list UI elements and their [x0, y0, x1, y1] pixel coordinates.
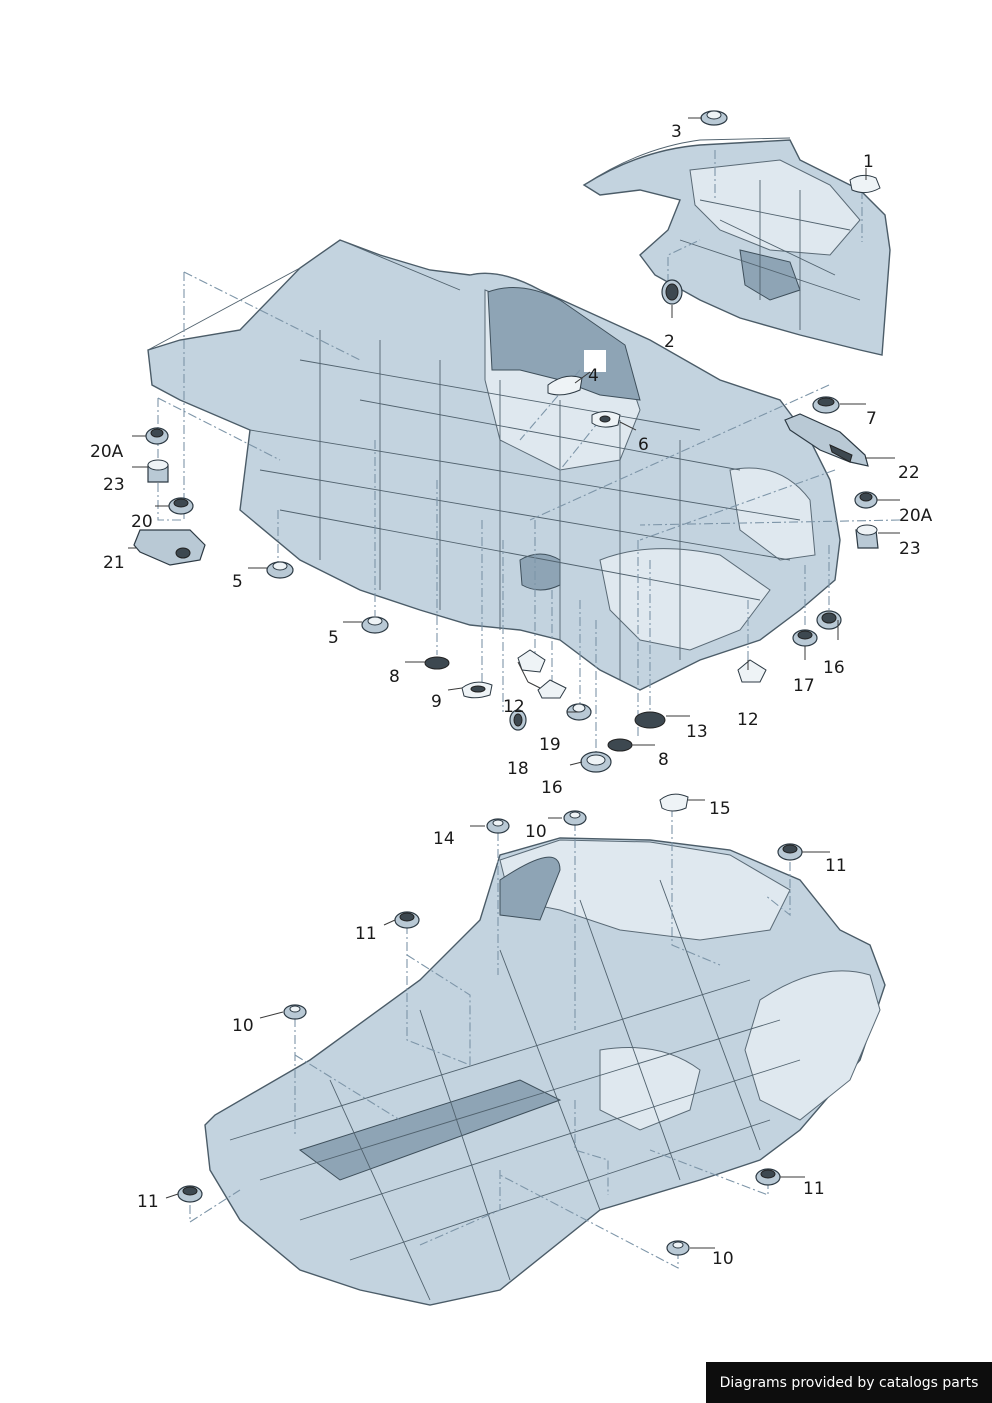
callout-8-left: 8	[389, 667, 400, 687]
part-20A-right[interactable]	[854, 491, 878, 509]
part-5a-grommet[interactable]	[266, 561, 294, 579]
callout-labels: 1 2 3 4 6 7 22 20A 23 20A 23 20 21 5 5 8…	[90, 122, 933, 1269]
part-11b-grommet[interactable]	[394, 911, 420, 929]
callout-19: 19	[539, 735, 561, 755]
callout-9: 9	[431, 692, 442, 712]
callout-14: 14	[433, 829, 455, 849]
callout-20A-left: 20A	[90, 442, 124, 462]
part-11c-grommet[interactable]	[177, 1185, 203, 1203]
callout-11-bottom-right: 11	[803, 1179, 825, 1199]
callout-5-left: 5	[232, 572, 243, 592]
callout-7: 7	[866, 409, 877, 429]
callout-2: 2	[664, 332, 675, 352]
part-10c-plug[interactable]	[666, 1240, 690, 1256]
callout-4: 4	[588, 366, 599, 386]
part-17-grommet[interactable]	[792, 629, 818, 647]
callout-23-left: 23	[103, 475, 125, 495]
callout-10-bottom: 10	[712, 1249, 734, 1269]
part-16a-grommet[interactable]	[580, 751, 612, 773]
callout-8-right: 8	[658, 750, 669, 770]
part-20[interactable]	[168, 497, 194, 515]
part-23-right[interactable]	[855, 524, 879, 549]
callout-17: 17	[793, 676, 815, 696]
part-10b-plug[interactable]	[283, 1004, 307, 1020]
floor-pan	[204, 837, 886, 1306]
callout-11-bottom-left: 11	[137, 1192, 159, 1212]
part-6-plug[interactable]	[591, 411, 621, 428]
callout-5-center: 5	[328, 628, 339, 648]
callout-10-top: 10	[525, 822, 547, 842]
part-23-left[interactable]	[147, 459, 169, 483]
rear-body-section	[582, 137, 891, 356]
part-20A-left[interactable]	[145, 427, 169, 445]
part-13-pad[interactable]	[634, 711, 666, 729]
callout-20A-right: 20A	[899, 506, 933, 526]
callout-12-left: 12	[503, 697, 525, 717]
part-11a-grommet[interactable]	[777, 843, 803, 861]
part-8a-pad[interactable]	[424, 656, 450, 670]
part-22-bracket[interactable]	[784, 413, 869, 467]
callout-6: 6	[638, 435, 649, 455]
part-7-grommet[interactable]	[812, 396, 840, 414]
callout-21: 21	[103, 553, 125, 573]
callout-11-mid-left: 11	[355, 924, 377, 944]
callout-15: 15	[709, 799, 731, 819]
callout-leaders	[128, 117, 900, 1249]
part-9-plug[interactable]	[461, 681, 493, 699]
callout-11-top-right: 11	[825, 856, 847, 876]
part-8b-pad[interactable]	[607, 738, 633, 752]
callout-3: 3	[671, 122, 682, 142]
part-16b-grommet[interactable]	[816, 610, 842, 630]
part-18-grommet[interactable]	[509, 709, 527, 731]
part-12a-plug[interactable]	[517, 649, 567, 699]
callout-1: 1	[863, 152, 874, 172]
callout-18: 18	[507, 759, 529, 779]
part-11d-grommet[interactable]	[755, 1168, 781, 1186]
callout-20: 20	[131, 512, 153, 532]
callout-23-right: 23	[899, 539, 921, 559]
part-2-grommet[interactable]	[661, 279, 683, 305]
credit-badge: Diagrams provided by catalogs parts	[706, 1362, 992, 1403]
callout-22: 22	[898, 463, 920, 483]
part-12b-plug[interactable]	[737, 659, 767, 683]
part-15-cap[interactable]	[659, 793, 689, 812]
part-5b-grommet[interactable]	[361, 616, 389, 634]
callout-12-right: 12	[737, 710, 759, 730]
part-1-cap[interactable]	[849, 174, 881, 194]
part-10a-plug[interactable]	[563, 810, 587, 826]
part-14-plug[interactable]	[486, 818, 510, 834]
part-3-grommet[interactable]	[700, 110, 728, 126]
callout-16-right: 16	[823, 658, 845, 678]
callout-13: 13	[686, 722, 708, 742]
part-21-bracket[interactable]	[133, 529, 206, 566]
part-4-plug[interactable]	[547, 350, 606, 396]
callout-16-left: 16	[541, 778, 563, 798]
callout-10-left: 10	[232, 1016, 254, 1036]
